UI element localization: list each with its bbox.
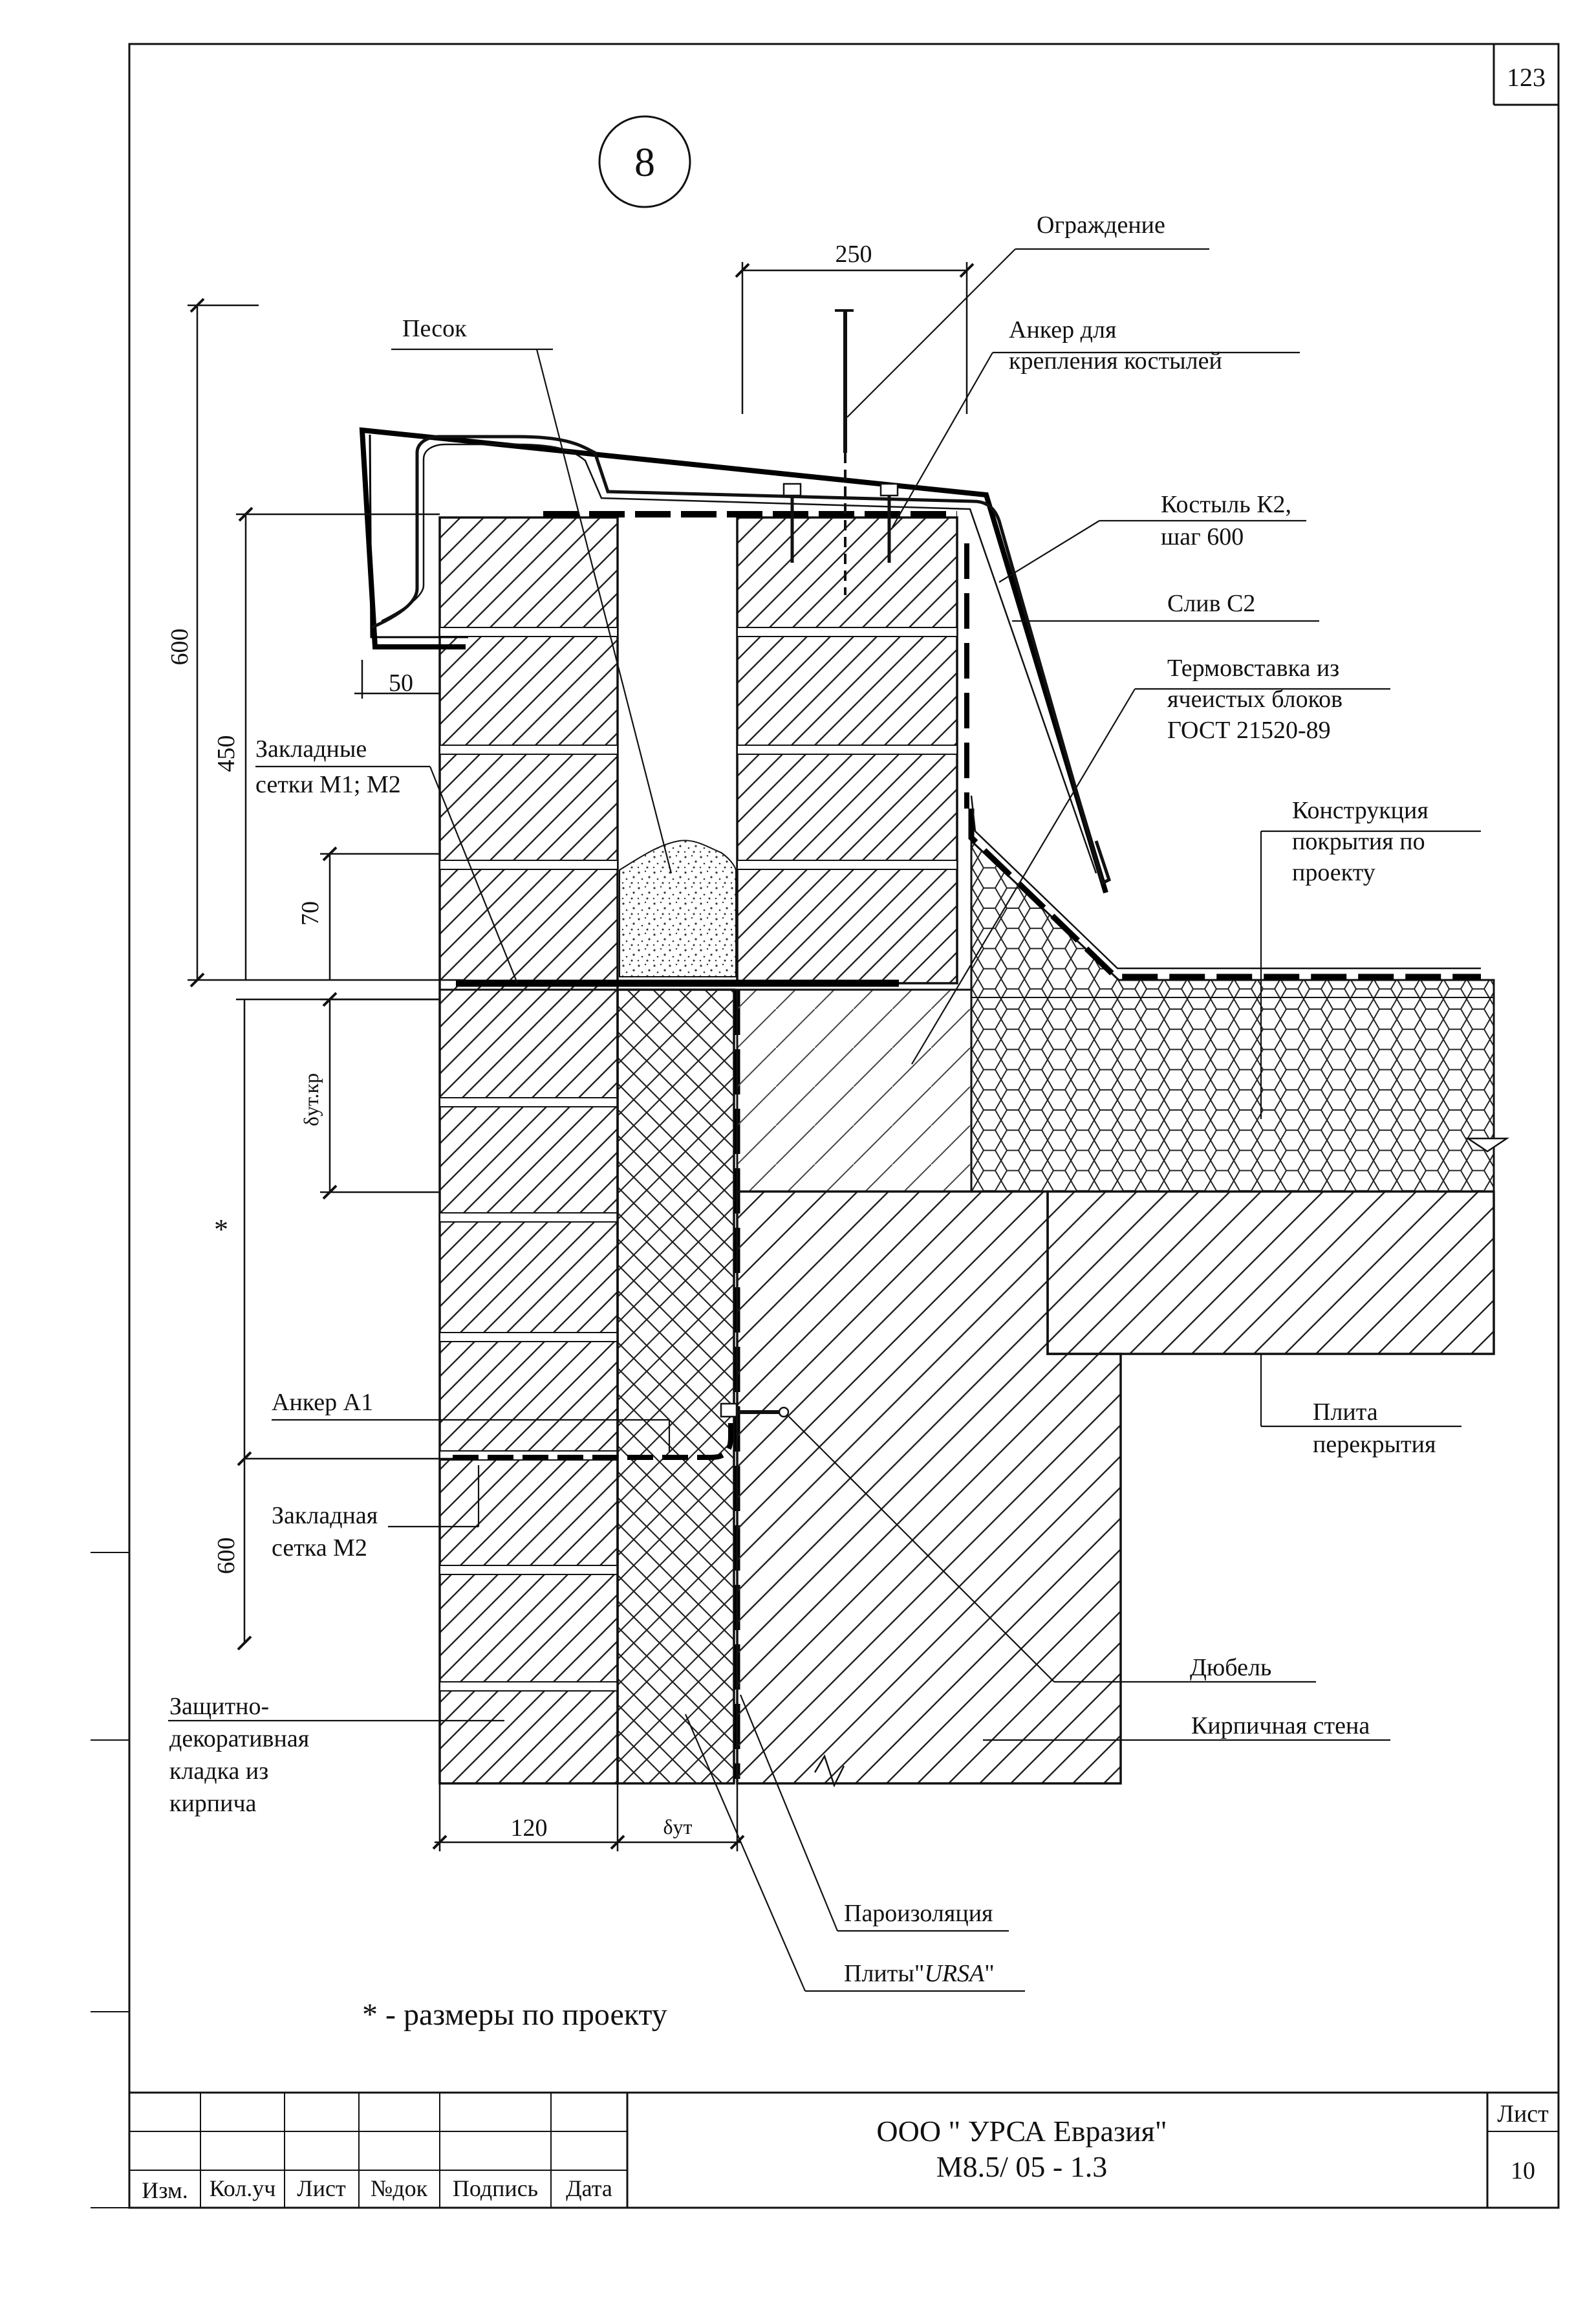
tb-list-label: Лист: [1497, 2100, 1549, 2128]
dimension-lines: [188, 262, 968, 1851]
label-zashch-line2: декоративная: [169, 1725, 309, 1752]
dim-600-top: 600: [166, 629, 193, 666]
dimension-ticks: [189, 263, 975, 1850]
label-kostyl-line1: Костыль К2,: [1161, 491, 1291, 518]
tb-col-izm: Изм.: [142, 2177, 188, 2203]
dim-600-bottom: 600: [213, 1538, 240, 1574]
label-konstr-line1: Конструкция: [1292, 797, 1429, 824]
label-anker-a1: Анкер А1: [272, 1389, 373, 1416]
label-kirpich-stena: Кирпичная стена: [1191, 1712, 1370, 1739]
label-pesok: Песок: [402, 315, 467, 342]
mesh-m1-m2: [440, 979, 970, 991]
sheet-number-corner: 123: [1507, 63, 1546, 92]
facing-brick-leaf: [438, 516, 619, 1785]
flashing-c2-edge: [369, 434, 468, 638]
label-anker-line1: Анкер для: [1009, 316, 1116, 343]
roof-membrane: [968, 809, 1481, 980]
label-anker-line2: крепления костылей: [1009, 347, 1222, 375]
label-zakladnye-line2: сетки М1; М2: [255, 771, 401, 798]
detail-number-marker: 8: [598, 115, 691, 208]
labels: Ограждение Песок Анкер для крепления кос…: [169, 212, 1436, 1987]
dim-50: 50: [389, 670, 413, 697]
label-plity-brand: URSA: [924, 1960, 985, 1987]
anchor-a1-tie: [453, 1402, 738, 1460]
tb-list-number: 10: [1511, 2157, 1535, 2184]
roof-membrane-top-line: [970, 795, 1481, 970]
label-dyubel: Дюбель: [1190, 1654, 1271, 1681]
label-zashch-line1: Защитно-: [169, 1693, 269, 1720]
label-plity-prefix: Плиты": [844, 1960, 924, 1987]
label-sliv: Слив С2: [1167, 590, 1255, 617]
floor-slab: [1046, 1190, 1495, 1355]
dim-delta-ut-kr: δут.кр: [299, 1073, 323, 1126]
label-zashch-line3: кладка из: [169, 1758, 268, 1785]
tb-col-podpis: Подпись: [453, 2175, 538, 2201]
dim-450: 450: [213, 735, 240, 772]
label-zashch-line4: кирпича: [169, 1790, 257, 1817]
roof-insulation: [970, 838, 1495, 1193]
anchor-bolts: [782, 483, 899, 563]
label-plita-line2: перекрытия: [1313, 1431, 1436, 1458]
label-plity: Плиты"URSA": [844, 1960, 995, 1987]
bracket-k2: [371, 435, 1112, 886]
sand-fill: [619, 840, 737, 977]
label-plity-suffix: ": [984, 1960, 995, 1987]
detail-number: 8: [634, 139, 655, 185]
dim-120: 120: [511, 1814, 548, 1842]
tb-code: М8.5/ 05 - 1.3: [936, 2150, 1108, 2183]
bracket-k2-inner: [381, 443, 1097, 874]
label-kostyl-line2: шаг 600: [1161, 523, 1244, 550]
tb-col-data: Дата: [566, 2175, 612, 2201]
dim-250: 250: [836, 241, 872, 268]
label-ograzhdenie: Ограждение: [1037, 212, 1165, 239]
break-mark: [814, 1754, 845, 1788]
tb-org: ООО " УРСА Евразия": [876, 2115, 1167, 2148]
label-plita-line1: Плита: [1313, 1399, 1378, 1426]
title-block: [129, 2091, 1558, 2208]
label-paroizol: Пароизоляция: [844, 1900, 993, 1927]
sheet-frame: [91, 43, 1560, 2209]
level-marker: [1465, 1137, 1510, 1153]
label-konstr-line3: проекту: [1292, 859, 1375, 886]
label-termo-line2: ячеистых блоков: [1167, 686, 1343, 713]
label-zakladnaya-line2: сетка М2: [272, 1534, 367, 1562]
dim-star: *: [214, 1214, 228, 1245]
tb-col-list: Лист: [297, 2175, 346, 2201]
dim-delta-ut: δут: [663, 1815, 692, 1838]
parapet-inner-brick: [736, 516, 958, 985]
footnote: * - размеры по проекту: [362, 1998, 667, 2032]
label-termo-line3: ГОСТ 21520-89: [1167, 717, 1331, 744]
dim-70: 70: [297, 901, 324, 926]
flashing-c2: [359, 427, 1108, 894]
dowel: [737, 1406, 790, 1418]
label-zakladnye-line1: Закладные: [255, 735, 367, 763]
label-termo-line1: Термовставка из: [1167, 655, 1339, 682]
cellular-block-insert: [736, 988, 973, 1193]
label-konstr-line2: покрытия по: [1292, 828, 1425, 855]
tb-col-ndok: №док: [371, 2175, 428, 2201]
tb-col-kol: Кол.уч: [210, 2175, 276, 2201]
ursa-insulation: [616, 988, 735, 1785]
label-zakladnaya-line1: Закладная: [272, 1502, 378, 1529]
leader-lines: [168, 248, 1481, 1992]
railing-post: [835, 309, 854, 595]
